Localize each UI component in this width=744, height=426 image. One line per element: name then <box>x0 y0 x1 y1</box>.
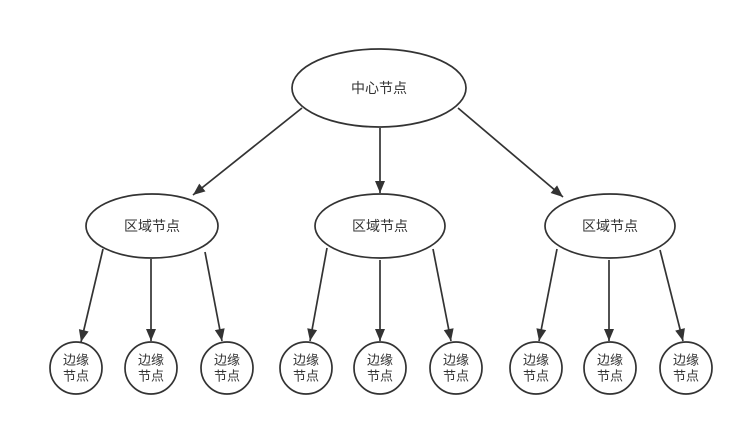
central-node: 中心节点 <box>291 48 467 128</box>
node-ellipse-shape <box>544 193 676 259</box>
region-node-3: 区域节点 <box>544 193 676 259</box>
node-circle-shape <box>429 341 483 395</box>
edge-node-6: 边缘节点 <box>429 341 483 395</box>
edge-node-1: 边缘节点 <box>49 341 103 395</box>
edge-node-4-label: 边缘节点 <box>293 353 319 384</box>
node-ellipse-shape <box>85 193 219 259</box>
node-circle-shape <box>200 341 254 395</box>
connector-arrow-region-1-to-edge-3 <box>204 251 225 342</box>
node-circle-shape <box>353 341 407 395</box>
node-ellipse-shape <box>314 193 446 259</box>
edge-node-1-label: 边缘节点 <box>63 353 89 384</box>
edge-node-4: 边缘节点 <box>279 341 333 395</box>
edge-node-6-label: 边缘节点 <box>443 353 469 384</box>
region-node-1-label: 区域节点 <box>124 218 180 234</box>
edge-node-3: 边缘节点 <box>200 341 254 395</box>
node-circle-shape <box>49 341 103 395</box>
edge-node-5-label: 边缘节点 <box>367 353 393 384</box>
edge-node-2-label: 边缘节点 <box>138 353 164 384</box>
connector-arrow-region-3-to-edge-7 <box>536 248 558 342</box>
connector-arrow-region-3-to-edge-9 <box>659 249 685 342</box>
region-node-2-label: 区域节点 <box>352 218 408 234</box>
connector-arrow-region-2-to-edge-4 <box>307 247 328 342</box>
edge-node-7: 边缘节点 <box>509 341 563 395</box>
node-circle-shape <box>659 341 713 395</box>
connector-arrow-center-to-region-1 <box>192 107 303 196</box>
edge-node-3-label: 边缘节点 <box>214 353 240 384</box>
node-ellipse-shape <box>291 48 467 128</box>
node-circle-shape <box>124 341 178 395</box>
edge-node-2: 边缘节点 <box>124 341 178 395</box>
node-circle-shape <box>279 341 333 395</box>
edge-node-8: 边缘节点 <box>583 341 637 395</box>
edge-node-8-label: 边缘节点 <box>597 353 623 384</box>
connector-arrow-center-to-region-3 <box>457 107 564 198</box>
region-node-3-label: 区域节点 <box>582 218 638 234</box>
region-node-2: 区域节点 <box>314 193 446 259</box>
connector-arrow-region-2-to-edge-6 <box>432 248 454 342</box>
edge-node-5: 边缘节点 <box>353 341 407 395</box>
node-circle-shape <box>583 341 637 395</box>
connector-arrow-region-1-to-edge-1 <box>78 248 104 343</box>
edge-node-7-label: 边缘节点 <box>523 353 549 384</box>
central-node-label: 中心节点 <box>351 80 407 96</box>
region-node-1: 区域节点 <box>85 193 219 259</box>
node-circle-shape <box>509 341 563 395</box>
edge-node-9: 边缘节点 <box>659 341 713 395</box>
edge-node-9-label: 边缘节点 <box>673 353 699 384</box>
